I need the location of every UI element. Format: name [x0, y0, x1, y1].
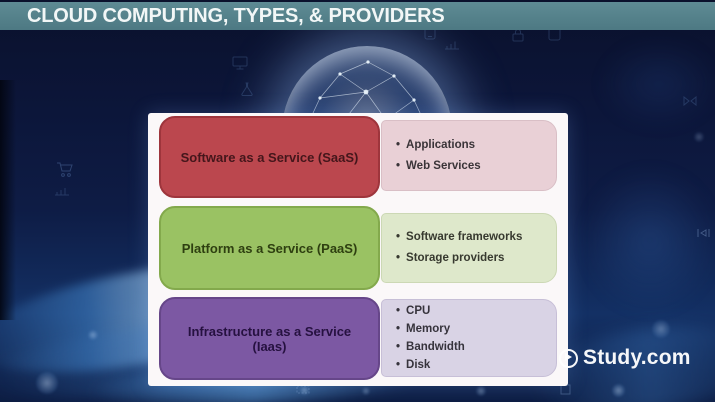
list-item: Memory [396, 320, 552, 338]
paas-feature-list: Software frameworksStorage providers [381, 213, 557, 283]
paas-type-box: Platform as a Service (PaaS) [159, 206, 380, 290]
bokeh-dot [88, 330, 98, 340]
light-patch [598, 38, 715, 130]
flask-icon [240, 82, 254, 96]
chart-bars-icon [54, 186, 70, 196]
dashed-box-icon [296, 385, 310, 394]
diagram-row-saas: Software as a Service (SaaS) Application… [148, 113, 568, 386]
list-item: Applications [396, 135, 552, 156]
diagram-row-paas: Platform as a Service (PaaS) Software fr… [148, 113, 568, 386]
title-bar: CLOUD COMPUTING, TYPES, & PROVIDERS [0, 2, 715, 30]
saas-feature-list: ApplicationsWeb Services [381, 120, 557, 191]
bowtie-icon [683, 96, 697, 106]
bokeh-dot [300, 386, 309, 395]
iaas-label: Infrastructure as a Service (Iaas) [187, 323, 352, 354]
brand-name: Study.com [583, 346, 691, 369]
list-item: Software frameworks [396, 227, 552, 248]
play-circle-icon [559, 348, 578, 368]
edge-shadow [0, 80, 16, 320]
list-item: Storage providers [396, 248, 552, 269]
padlock-icon [512, 28, 524, 42]
list-item: Disk [396, 356, 552, 374]
iaas-type-box: Infrastructure as a Service (Iaas) [159, 297, 380, 380]
studycom-watermark: Study.com [559, 346, 691, 370]
list-item: Bandwidth [396, 338, 552, 356]
bokeh-dot [476, 386, 486, 396]
shopping-cart-icon [56, 162, 74, 178]
iaas-feature-list: CPUMemoryBandwidthDisk [381, 299, 557, 377]
slide-title: CLOUD COMPUTING, TYPES, & PROVIDERS [27, 4, 445, 27]
saas-type-box: Software as a Service (SaaS) [159, 116, 380, 198]
bokeh-dot [652, 320, 670, 338]
monitor-icon [232, 56, 248, 70]
saas-label: Software as a Service (SaaS) [180, 149, 359, 165]
list-item: CPU [396, 302, 552, 320]
content-card: Software as a Service (SaaS) Application… [148, 113, 568, 386]
light-patch [583, 168, 715, 313]
signal-bars-icon [444, 38, 460, 50]
skip-next-icon [697, 228, 710, 238]
bokeh-dot [36, 372, 58, 394]
bokeh-dot [612, 384, 625, 397]
paas-label: Platform as a Service (PaaS) [181, 240, 358, 256]
bokeh-dot [362, 387, 370, 395]
diagram-row-iaas: Infrastructure as a Service (Iaas) CPUMe… [148, 113, 568, 386]
list-item: Web Services [396, 156, 552, 177]
bokeh-dot [694, 132, 704, 142]
